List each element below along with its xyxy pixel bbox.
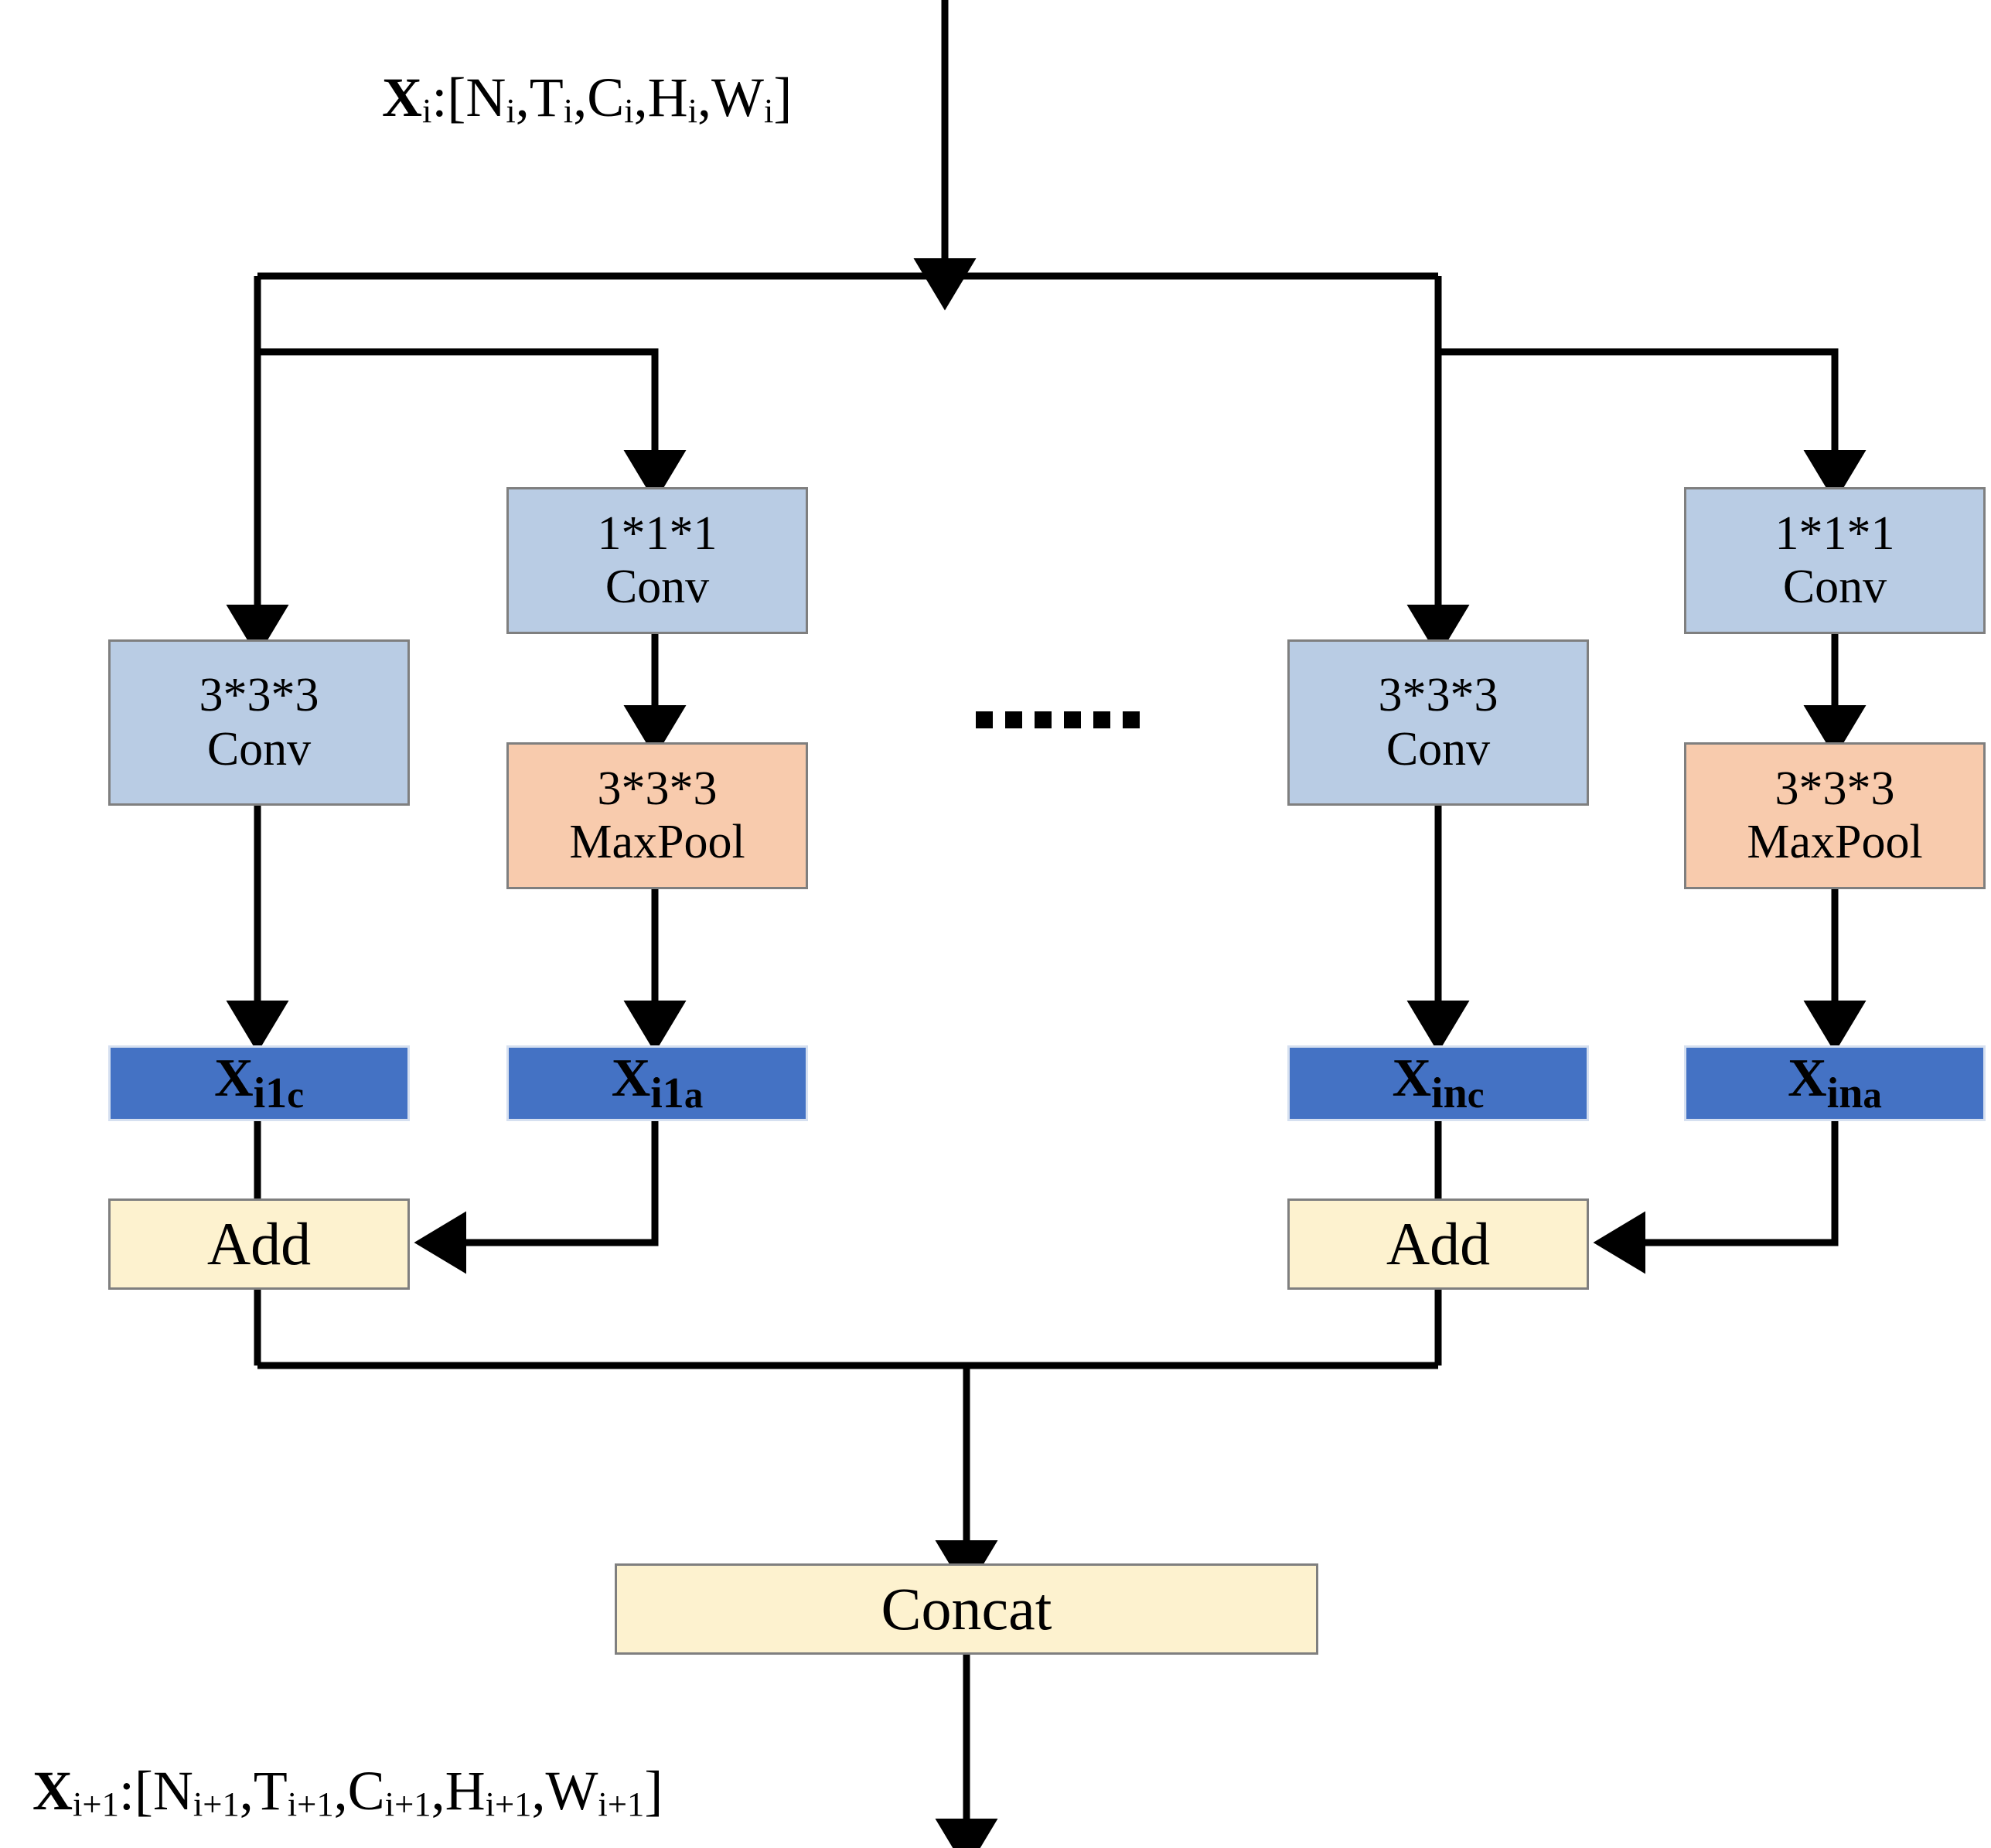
conv-1x1x1-left-box[interactable]: 1*1*1 Conv (506, 487, 808, 634)
output-comma-1: , (239, 1760, 254, 1822)
output-h: H (445, 1760, 486, 1822)
input-n-sub: i (506, 91, 516, 131)
wire-xi1a-to-add-left (414, 1121, 659, 1274)
maxpool-3x3x3-right-box[interactable]: 3*3*3 MaxPool (1684, 742, 1986, 889)
input-comma-1: , (515, 66, 530, 128)
input-comma-3: , (633, 66, 648, 128)
conv-3x3x3-left-line1: 3*3*3 (199, 669, 319, 722)
concat-label: Concat (881, 1575, 1052, 1643)
maxpool-3x3x3-right-line1: 3*3*3 (1775, 762, 1895, 815)
ellipsis-dot (1123, 711, 1140, 728)
input-t-sub: i (563, 91, 574, 131)
add-right-box[interactable]: Add (1287, 1198, 1589, 1290)
input-h: H (647, 66, 688, 128)
input-w: W (711, 66, 764, 128)
wire-xina-to-add-right (1593, 1121, 1839, 1274)
feature-xinc-label: Xinc (1392, 1048, 1485, 1118)
ellipsis-dots (976, 711, 1140, 728)
output-c: C (347, 1760, 385, 1822)
input-comma-2: , (573, 66, 588, 128)
output-t: T (253, 1760, 288, 1822)
ellipsis-dot (976, 711, 993, 728)
output-comma-2: , (333, 1760, 348, 1822)
output-c-sub: i+1 (384, 1785, 431, 1824)
input-n: N (465, 66, 506, 128)
feature-xinc-box[interactable]: Xinc (1287, 1045, 1589, 1121)
maxpool-3x3x3-left-line1: 3*3*3 (597, 762, 718, 815)
feature-xi1c-label: Xi1c (214, 1048, 304, 1118)
ellipsis-dot (1005, 711, 1022, 728)
input-c: C (587, 66, 625, 128)
output-comma-3: , (431, 1760, 445, 1822)
output-t-sub: i+1 (287, 1785, 334, 1824)
conv-3x3x3-right-line1: 3*3*3 (1378, 669, 1498, 722)
input-comma-4: , (697, 66, 712, 128)
maxpool-3x3x3-right-line2: MaxPool (1747, 816, 1923, 868)
output-tensor-label: Xi+1:[Ni+1,Ti+1,Ci+1,Hi+1,Wi+1] (32, 1763, 663, 1822)
input-x-symbol: Xi (382, 66, 432, 131)
conv-1x1x1-left-line2: Conv (605, 561, 710, 613)
add-right-label: Add (1386, 1210, 1491, 1278)
conv-1x1x1-right-box[interactable]: 1*1*1 Conv (1684, 487, 1986, 634)
input-h-sub: i (687, 91, 698, 131)
conv-3x3x3-left-box[interactable]: 3*3*3 Conv (108, 639, 410, 806)
feature-xina-label: Xina (1788, 1048, 1882, 1118)
input-close-bracket: ] (773, 66, 793, 128)
conv-3x3x3-right-box[interactable]: 3*3*3 Conv (1287, 639, 1589, 806)
output-comma-4: , (531, 1760, 546, 1822)
ellipsis-dot (1093, 711, 1110, 728)
output-open-bracket: :[ (118, 1760, 153, 1822)
feature-xi1c-box[interactable]: Xi1c (108, 1045, 410, 1121)
conv-1x1x1-left-line1: 1*1*1 (597, 506, 718, 560)
maxpool-3x3x3-left-line2: MaxPool (569, 816, 745, 868)
output-close-bracket: ] (644, 1760, 663, 1822)
input-t: T (529, 66, 564, 128)
output-h-sub: i+1 (485, 1785, 532, 1824)
feature-xina-box[interactable]: Xina (1684, 1045, 1986, 1121)
output-w-sub: i+1 (598, 1785, 645, 1824)
input-tensor-label: Xi:[Ni,Ti,Ci,Hi,Wi] (382, 70, 792, 128)
output-n: N (152, 1760, 193, 1822)
output-n-sub: i+1 (193, 1785, 240, 1824)
conv-3x3x3-left-line2: Conv (206, 722, 312, 776)
input-open-bracket: :[ (431, 66, 466, 128)
input-c-sub: i (624, 91, 634, 131)
feature-xi1a-label: Xi1a (611, 1048, 704, 1118)
maxpool-3x3x3-left-box[interactable]: 3*3*3 MaxPool (506, 742, 808, 889)
add-left-label: Add (206, 1210, 312, 1278)
conv-1x1x1-right-line1: 1*1*1 (1775, 506, 1895, 560)
feature-xi1a-box[interactable]: Xi1a (506, 1045, 808, 1121)
ellipsis-dot (1035, 711, 1052, 728)
wire-bus-to-conv111-left (257, 348, 687, 503)
output-w: W (545, 1760, 598, 1822)
wire-bus-to-conv111-right (1438, 348, 1867, 503)
conv-3x3x3-right-line2: Conv (1386, 722, 1491, 776)
conv-1x1x1-right-line2: Conv (1782, 561, 1887, 613)
add-left-box[interactable]: Add (108, 1198, 410, 1290)
concat-box[interactable]: Concat (615, 1563, 1318, 1655)
input-w-sub: i (764, 91, 774, 131)
ellipsis-dot (1064, 711, 1081, 728)
output-x-symbol: Xi+1 (32, 1760, 119, 1824)
